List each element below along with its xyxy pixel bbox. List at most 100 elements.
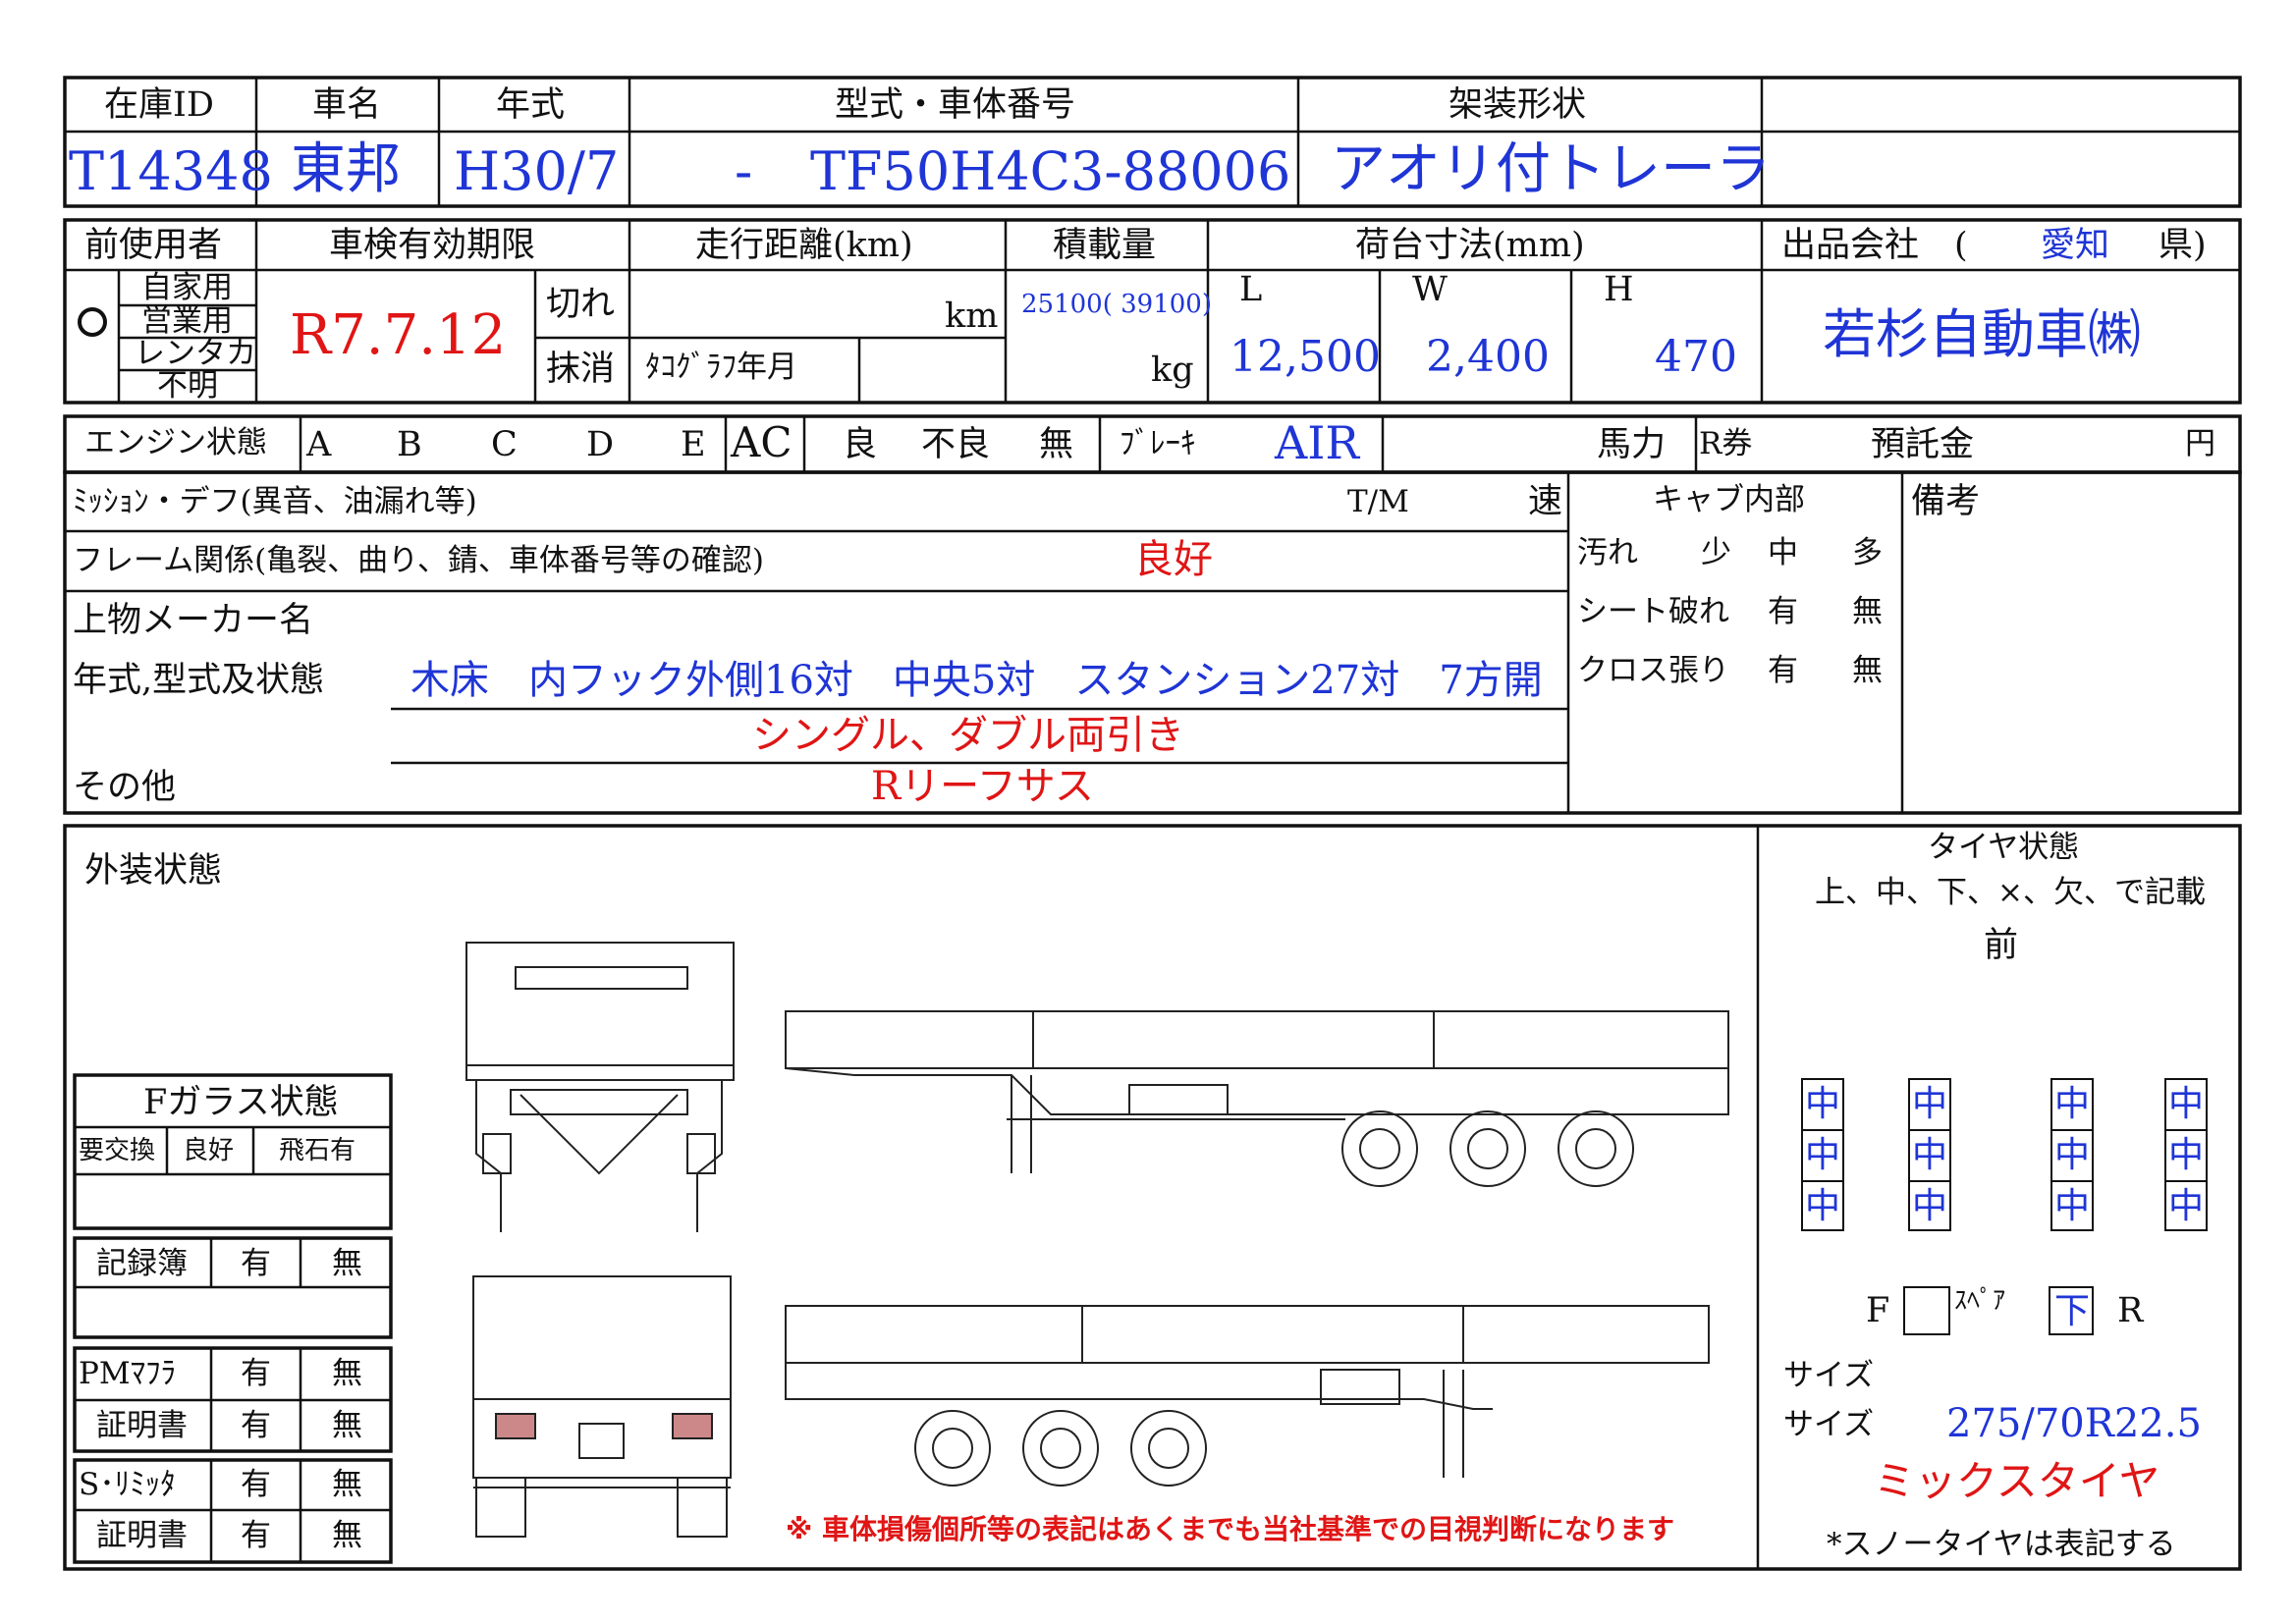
snow-tire-note: *スノータイヤは表記する (1827, 1527, 2176, 1562)
tire-column-2: 中 中 中 (1908, 1078, 1951, 1231)
rear-view-body (472, 1275, 732, 1400)
pm-cert-yes: 有 (241, 1408, 271, 1443)
spare-f-box (1903, 1286, 1950, 1335)
tire-front-label: 前 (1984, 926, 2019, 965)
tire-4-1: 中 (2166, 1080, 2206, 1131)
brake-label: ﾌﾞﾚｰｷ (1120, 426, 1196, 461)
inspection-expiry-value: R7.7.12 (290, 303, 507, 367)
cab-dirt-mid: 中 (1768, 535, 1798, 570)
notes-label: 備考 (1911, 482, 1981, 521)
limiter-yes: 有 (241, 1467, 271, 1502)
tire-1-2: 中 (1803, 1131, 1842, 1182)
seller-paren: ( (1954, 226, 1968, 265)
bed-width-label: W (1412, 270, 1448, 309)
user-option-unknown: 不明 (157, 368, 218, 404)
bed-length-label: L (1239, 270, 1263, 309)
bed-height-value: 470 (1655, 332, 1737, 382)
spare-r-box: 下 (2049, 1286, 2094, 1335)
engine-grade-c: C (491, 425, 518, 464)
tire-type-value: ミックスタイヤ (1874, 1457, 2160, 1505)
frame-value: 良好 (1134, 537, 1213, 582)
ac-label: AC (731, 418, 793, 466)
prev-user-label: 前使用者 (84, 226, 223, 265)
mission-speed: 速 (1528, 482, 1563, 521)
spare-label: ｽﾍﾟｱ (1954, 1286, 2006, 1316)
bed-width-value: 2,400 (1426, 332, 1550, 382)
exterior-label: 外装状態 (84, 851, 223, 891)
header-stock-id: 在庫ID (104, 85, 214, 125)
cab-title: キャブ内部 (1653, 482, 1805, 517)
limiter-cert-no: 無 (332, 1518, 362, 1553)
bed-size-label: 荷台寸法(mm) (1355, 226, 1585, 265)
spare-f-label: F (1866, 1291, 1890, 1330)
body-state-label: 年式,型式及状態 (73, 661, 325, 700)
tire-1-1: 中 (1803, 1080, 1842, 1131)
pm-cert-label: 証明書 (96, 1408, 188, 1443)
pm-muffler-label: PMﾏﾌﾗ (79, 1356, 177, 1391)
body-maker-label: 上物メーカー名 (73, 601, 314, 640)
engine-grade-a: A (306, 425, 332, 464)
engine-grade-b: B (397, 425, 422, 464)
limiter-cert-label: 証明書 (96, 1518, 188, 1553)
bed-height-label: H (1604, 270, 1634, 309)
tire-column-1: 中 中 中 (1801, 1078, 1844, 1231)
tire-instruction: 上、中、下、×、欠、で記載 (1815, 875, 2206, 910)
fglass-replace: 要交換 (79, 1136, 156, 1165)
spare-r-label: R (2117, 1291, 2144, 1330)
inspection-label: 車検有効期限 (329, 226, 536, 265)
tire-3-1: 中 (2052, 1080, 2092, 1131)
pm-muffler-yes: 有 (241, 1356, 271, 1391)
record-book-yes: 有 (241, 1246, 271, 1281)
engine-label: エンジン状態 (84, 425, 267, 460)
tire-4-2: 中 (2166, 1131, 2206, 1182)
mileage-unit: km (945, 297, 999, 336)
mission-tm: T/M (1347, 484, 1409, 519)
tire-size-label-2: サイズ (1783, 1407, 1875, 1442)
cab-cloth-label: クロス張り (1577, 653, 1729, 688)
selected-circle-mark (78, 307, 107, 337)
header-year: 年式 (496, 85, 566, 125)
brake-value: AIR (1275, 416, 1360, 469)
cancelled-label: 抹消 (546, 350, 616, 389)
expired-label: 切れ (546, 285, 616, 324)
engine-grade-d: D (586, 425, 615, 464)
cab-dirt-low: 少 (1701, 535, 1731, 570)
tire-size-value: 275/70R22.5 (1946, 1401, 2202, 1446)
r-ticket-label: R券 (1699, 426, 1753, 461)
tire-4-3: 中 (2167, 1186, 2204, 1226)
tire-column-4: 中 中 中 (2164, 1078, 2208, 1231)
body-state-line1: 木床 内フック外側16対 中央5対 スタンション27対 7方開 (410, 658, 1543, 703)
tire-2-1: 中 (1910, 1080, 1949, 1131)
cab-seat-no: 無 (1852, 594, 1883, 629)
side-view-body-bottom (785, 1305, 1710, 1364)
body-type-value: アオリ付トレーラ (1331, 137, 1771, 201)
body-other-label: その他 (73, 768, 177, 807)
record-book-no: 無 (332, 1246, 362, 1281)
pm-cert-no: 無 (332, 1408, 362, 1443)
body-other-value: Rリーフサス (871, 764, 1094, 809)
pm-muffler-no: 無 (332, 1356, 362, 1391)
chassis-number-value: TF50H4C3-88006 (810, 140, 1291, 202)
fglass-chip: 飛石有 (279, 1136, 356, 1165)
user-option-private: 自家用 (141, 270, 233, 305)
year-value: H30/7 (454, 140, 620, 202)
cab-cloth-yes: 有 (1768, 653, 1798, 688)
ac-option-bad: 不良 (921, 425, 991, 464)
frame-label: フレーム関係(亀裂、曲り、錆、車体番号等の確認) (73, 543, 765, 578)
user-option-commercial: 営業用 (141, 303, 233, 339)
cab-seat-label: シート破れ (1577, 594, 1729, 629)
maker-value: 東邦 (291, 137, 401, 201)
tire-2-3: 中 (1911, 1186, 1947, 1226)
limiter-no: 無 (332, 1467, 362, 1502)
ac-option-good: 良 (843, 425, 878, 464)
deposit-yen: 円 (2185, 426, 2215, 461)
cab-dirt-high: 多 (1852, 535, 1883, 570)
fglass-good: 良好 (183, 1136, 235, 1165)
cab-dirt-label: 汚れ (1577, 535, 1638, 570)
body-state-line2: シングル、ダブル両引き (752, 713, 1184, 758)
load-unit: kg (1151, 351, 1194, 390)
seller-name: 若杉自動車㈱ (1823, 303, 2141, 365)
fglass-title: Fガラス状態 (143, 1083, 339, 1122)
deposit-label: 預託金 (1871, 425, 1975, 464)
tire-title: タイヤ状態 (1928, 830, 2080, 865)
